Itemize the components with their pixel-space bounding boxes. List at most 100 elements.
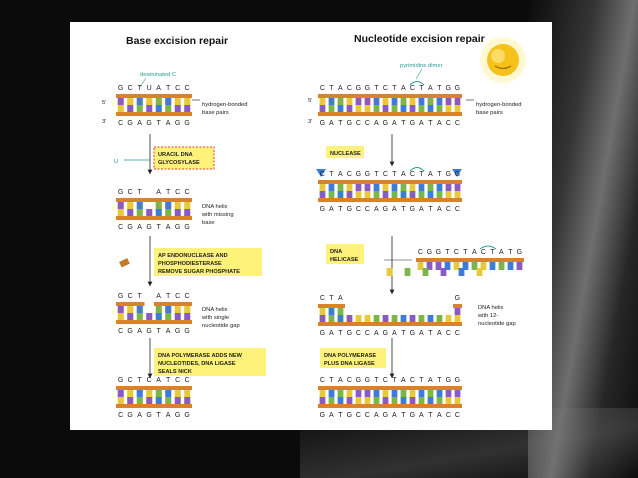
ber-helix-2-bottom-letter: G	[146, 224, 152, 231]
ber-helix-4-base-top	[174, 390, 181, 397]
ber-helix-2-base-top	[155, 202, 162, 209]
ner-hbond-label-line2: base pairs	[476, 110, 503, 116]
ner-helix-1-base-top	[328, 98, 335, 105]
ber-helix-1-base-bottom	[117, 105, 124, 112]
ner-helix-1-top-letter: T	[419, 85, 424, 92]
ber-helix-4-bottom-letter: G	[146, 412, 152, 419]
ber-helix-2-bottom-letter: G	[184, 224, 190, 231]
ber-helix-3-base-top	[174, 306, 181, 313]
nuclease-cut-left-icon	[316, 169, 326, 177]
ner-helix-4-bottom-letter: G	[383, 412, 389, 419]
ner-helix-3-bottom-letter: G	[347, 330, 353, 337]
ner-helix-2-base-top	[391, 184, 398, 191]
ap-endonuclease-box	[154, 248, 262, 276]
ber-helix-4-bottom-letter: A	[166, 412, 171, 419]
ber-helix-1-top-letter: U	[147, 85, 152, 92]
ner-helix-1-top-letter: T	[329, 85, 334, 92]
pyrimidine-dimer-label: pyrimidine dimer	[400, 63, 443, 69]
ner-helix-1-base-bottom	[427, 105, 434, 112]
ner-helix-3-base-bottom	[418, 315, 425, 322]
ner-helix-3-base-bottom	[427, 315, 434, 322]
ner-helix-4-base-bottom	[436, 397, 443, 404]
ner-helix-1-bottom-letter: A	[374, 120, 379, 127]
ner-helix-3-bottom-letter: C	[356, 330, 361, 337]
ner-helix-2-base-bottom	[445, 191, 452, 198]
excised-letter: T	[463, 249, 468, 256]
ber-helix-2-bottom-backbone	[116, 216, 192, 220]
ber-helix-3-top-letter: T	[137, 293, 142, 300]
ber-helix-2-top-letter: A	[156, 189, 161, 196]
ber-helix-3-base-top	[184, 306, 191, 313]
ner-helix-3-base-bottom	[445, 315, 452, 322]
ner-helix-1-top-letter: T	[392, 85, 397, 92]
ner-helix-2-top-letter: G	[365, 171, 371, 178]
ner-hbond-label-line1: hydrogen-bonded	[476, 102, 521, 108]
ner-helix-4-base-top	[328, 390, 335, 397]
excised-base	[417, 262, 424, 270]
ner-helix-4-base-top	[382, 390, 389, 397]
ner-helix-4-base-bottom	[454, 397, 461, 404]
ner-helix-4-top-letter: A	[401, 377, 406, 384]
ber-helix-2-base-bottom	[174, 209, 181, 216]
ner-helix-2-base-bottom	[391, 191, 398, 198]
ber-helix-3-base-bottom	[174, 313, 181, 320]
ner-helix-3-base-top	[337, 308, 344, 315]
ber-helix-3-base-top	[117, 306, 124, 313]
ner-helix-3-bottom-letter: A	[419, 330, 424, 337]
ber-hbond-label-line1: hydrogen-bonded	[202, 102, 247, 108]
ner-helix-4-base-top	[418, 390, 425, 397]
ner-helix-1-bottom-letter: T	[401, 120, 406, 127]
ber-helix-1-base-bottom	[127, 105, 134, 112]
ber-helix-1-base-top	[155, 98, 162, 105]
ner-helix-4-base-bottom	[373, 397, 380, 404]
slide-panel: Base excision repair Nucleotide excision…	[70, 22, 552, 430]
ner-helix-2-base-top	[319, 184, 326, 191]
ber-helix-3-base-top	[165, 306, 172, 313]
ber-helix-4-base-bottom	[184, 397, 191, 404]
ner-helix-3-base-bottom	[382, 315, 389, 322]
ner-helix-1-base-top	[391, 98, 398, 105]
excised-letter: G	[517, 249, 523, 256]
ber-helix-3-top-letter: A	[156, 293, 161, 300]
ber-helix-1-top-backbone	[116, 94, 192, 98]
ner-helix-4-base-bottom	[445, 397, 452, 404]
ber-helix-3-base-bottom	[146, 313, 153, 320]
ner-helix-4-bottom-letter: A	[374, 412, 379, 419]
ner-helix-1-base-top	[427, 98, 434, 105]
ber-helix-1-bottom-letter: G	[127, 120, 133, 127]
ber-helix-2-top-letter: C	[128, 189, 133, 196]
ner-helix-4-base-top	[427, 390, 434, 397]
ner-helix-1-base-top	[409, 98, 416, 105]
ner-helix-1-top-letter: C	[347, 85, 352, 92]
ner-helix-1-base-bottom	[409, 105, 416, 112]
ner-helix-4-bottom-letter: A	[392, 412, 397, 419]
ner-helix-1-base-bottom	[418, 105, 425, 112]
ber-step3-label-line3: nucleotide gap	[202, 323, 240, 329]
ner-helix-2-bottom-letter: A	[437, 206, 442, 213]
ber-helix-4-top-letter: T	[166, 377, 171, 384]
ner-helix-2-base-bottom	[400, 191, 407, 198]
ner-helix-1-base-top	[418, 98, 425, 105]
ber-helix-3-top-letter: T	[166, 293, 171, 300]
ber-helix-4-top-letter: C	[147, 377, 152, 384]
ner-helix-2-base-top	[409, 184, 416, 191]
ner-helix-4-bottom-letter: C	[446, 412, 451, 419]
ber-helix-2-top-backbone	[116, 198, 192, 202]
ner-helix-4-bottom-letter: A	[329, 412, 334, 419]
dna-polymerase-ligase-box	[154, 348, 266, 376]
ber-helix-1-base-top	[174, 98, 181, 105]
ner-helix-4-top-letter: T	[437, 377, 442, 384]
ner-helix-1-bottom-letter: A	[329, 120, 334, 127]
ner-helix-4-base-top	[319, 390, 326, 397]
ner-helix-4-base-top	[337, 390, 344, 397]
ber-helix-3-base-top	[136, 306, 143, 313]
ner-helix-1-bottom-letter: C	[455, 120, 460, 127]
ner-helix-2-base-bottom	[319, 191, 326, 198]
nuclease-cut-right-icon	[452, 169, 462, 177]
ber-helix-4-bottom-letter: T	[156, 412, 161, 419]
ner-helix-1-top-letter: G	[446, 85, 452, 92]
